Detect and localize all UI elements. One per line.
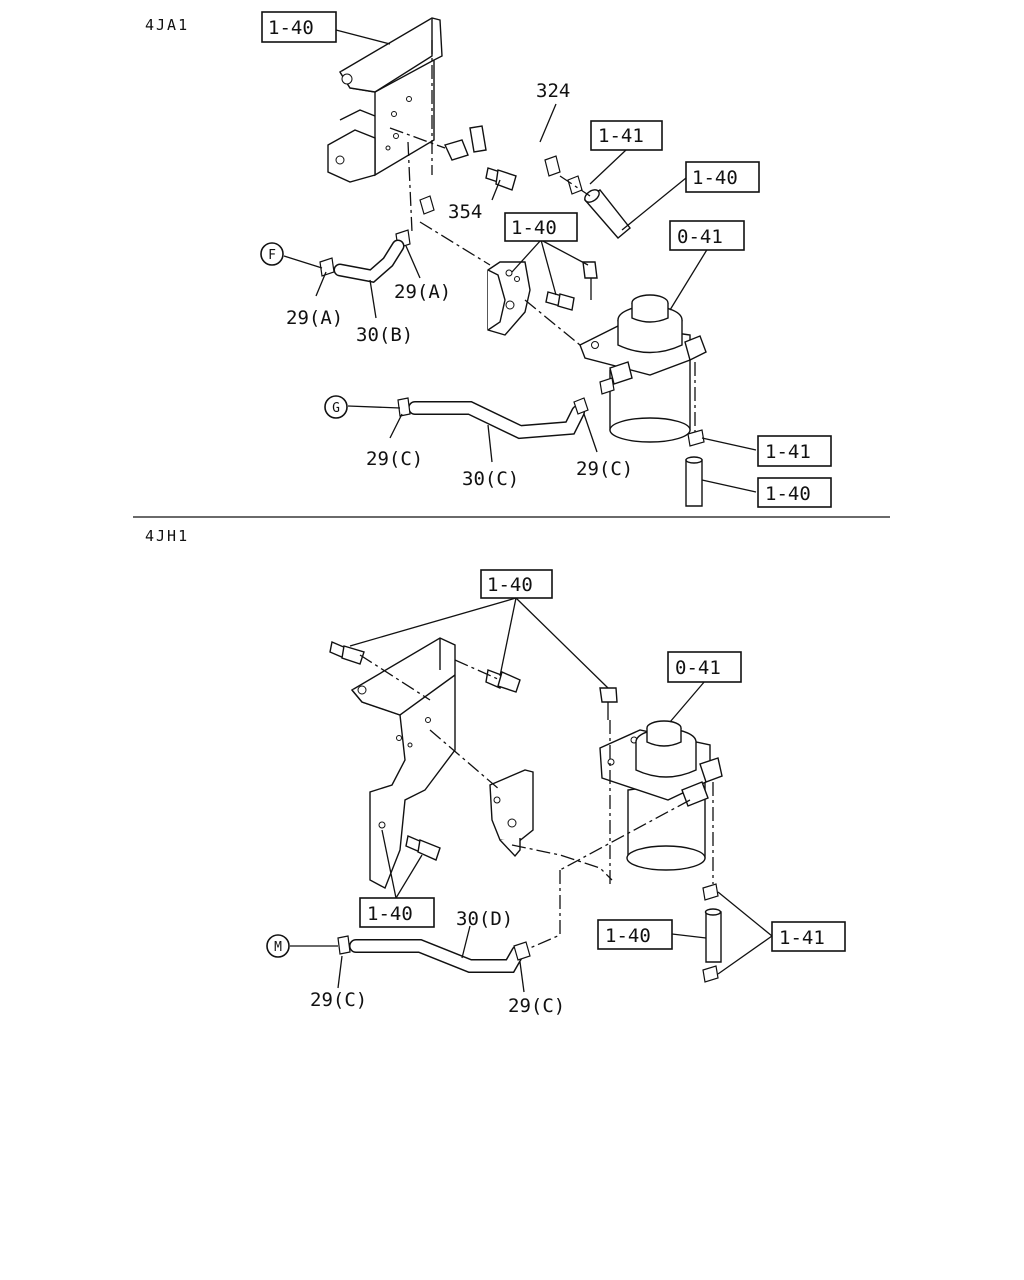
section-title-4jh1: 4JH1	[145, 527, 189, 545]
part-box-label: 1-40	[268, 17, 314, 39]
bolt-filter-top	[582, 261, 598, 279]
part-box-0-41[interactable]	[667, 651, 742, 683]
part-box-label: 1-40	[367, 903, 413, 925]
mounting-bracket	[327, 17, 443, 183]
part-number-29c[interactable]: 29(C)	[576, 458, 633, 480]
part-number-354[interactable]: 354	[448, 201, 482, 223]
connector-circle-f[interactable]	[260, 242, 284, 266]
part-box-1-40[interactable]	[504, 212, 578, 242]
part-box-1-41[interactable]	[590, 120, 663, 151]
part-number-29c[interactable]: 29(C)	[310, 989, 367, 1011]
hose-clamp-upper	[567, 175, 583, 195]
part-number-324[interactable]: 324	[536, 80, 570, 102]
mounting-bracket-lower	[350, 637, 534, 889]
clamp-lower-right	[687, 429, 705, 447]
part-box-label: 1-41	[779, 927, 825, 949]
part-box-1-40[interactable]	[359, 897, 435, 928]
section-4ja1: 4JA1	[145, 11, 832, 508]
part-box-label: 1-40	[487, 574, 533, 596]
part-number-30d[interactable]: 30(D)	[456, 908, 513, 930]
connector-circle-g[interactable]	[324, 395, 348, 419]
part-number-29c[interactable]: 29(C)	[508, 995, 565, 1017]
part-box-label: 1-41	[598, 125, 644, 147]
fuel-pipe	[419, 117, 561, 215]
clip-29c-lower-right	[513, 941, 531, 961]
part-box-1-40[interactable]	[261, 11, 337, 43]
part-box-1-40[interactable]	[757, 477, 832, 508]
part-box-label: 1-40	[605, 925, 651, 947]
part-box-label: 0-41	[675, 657, 721, 679]
part-number-29c[interactable]: 29(C)	[366, 448, 423, 470]
connector-label: G	[332, 401, 340, 416]
fuel-filter-upper	[579, 294, 707, 443]
part-box-label: 1-40	[765, 483, 811, 505]
part-box-label: 1-40	[511, 217, 557, 239]
section-4jh1: 4JH1	[145, 527, 846, 1017]
part-box-0-41[interactable]	[669, 220, 745, 251]
part-box-label: 1-41	[765, 441, 811, 463]
part-box-1-40[interactable]	[685, 161, 760, 193]
bolt-354	[485, 167, 517, 191]
clip-29a-left	[319, 257, 335, 277]
connector-circle-m[interactable]	[266, 934, 290, 958]
part-box-1-40[interactable]	[480, 569, 553, 599]
clip-29c-lower-left	[337, 935, 351, 955]
part-box-label: 0-41	[677, 226, 723, 248]
part-number-30b[interactable]: 30(B)	[356, 324, 413, 346]
fuel-filter-lower	[599, 720, 723, 871]
bolt-lower-3	[599, 687, 618, 703]
section-title-4ja1: 4JA1	[145, 16, 189, 34]
clip-29c-left	[397, 397, 411, 417]
filter-bracket	[487, 261, 531, 336]
part-box-1-41[interactable]	[771, 921, 846, 952]
connector-label: M	[274, 940, 282, 955]
hose-piece-lower	[704, 908, 722, 963]
part-box-1-40[interactable]	[597, 919, 673, 950]
hose-lower-right	[685, 456, 703, 507]
part-number-29a[interactable]: 29(A)	[394, 281, 451, 303]
part-box-1-41[interactable]	[757, 435, 832, 467]
part-box-label: 1-40	[692, 167, 738, 189]
clamp-lower-bottom	[702, 965, 719, 983]
clip-29c-right	[573, 397, 589, 415]
clamp-lower-top	[702, 883, 719, 901]
part-number-29a[interactable]: 29(A)	[286, 307, 343, 329]
part-number-30c[interactable]: 30(C)	[462, 468, 519, 490]
hose-piece-upper	[583, 189, 631, 239]
connector-label: F	[268, 248, 276, 263]
